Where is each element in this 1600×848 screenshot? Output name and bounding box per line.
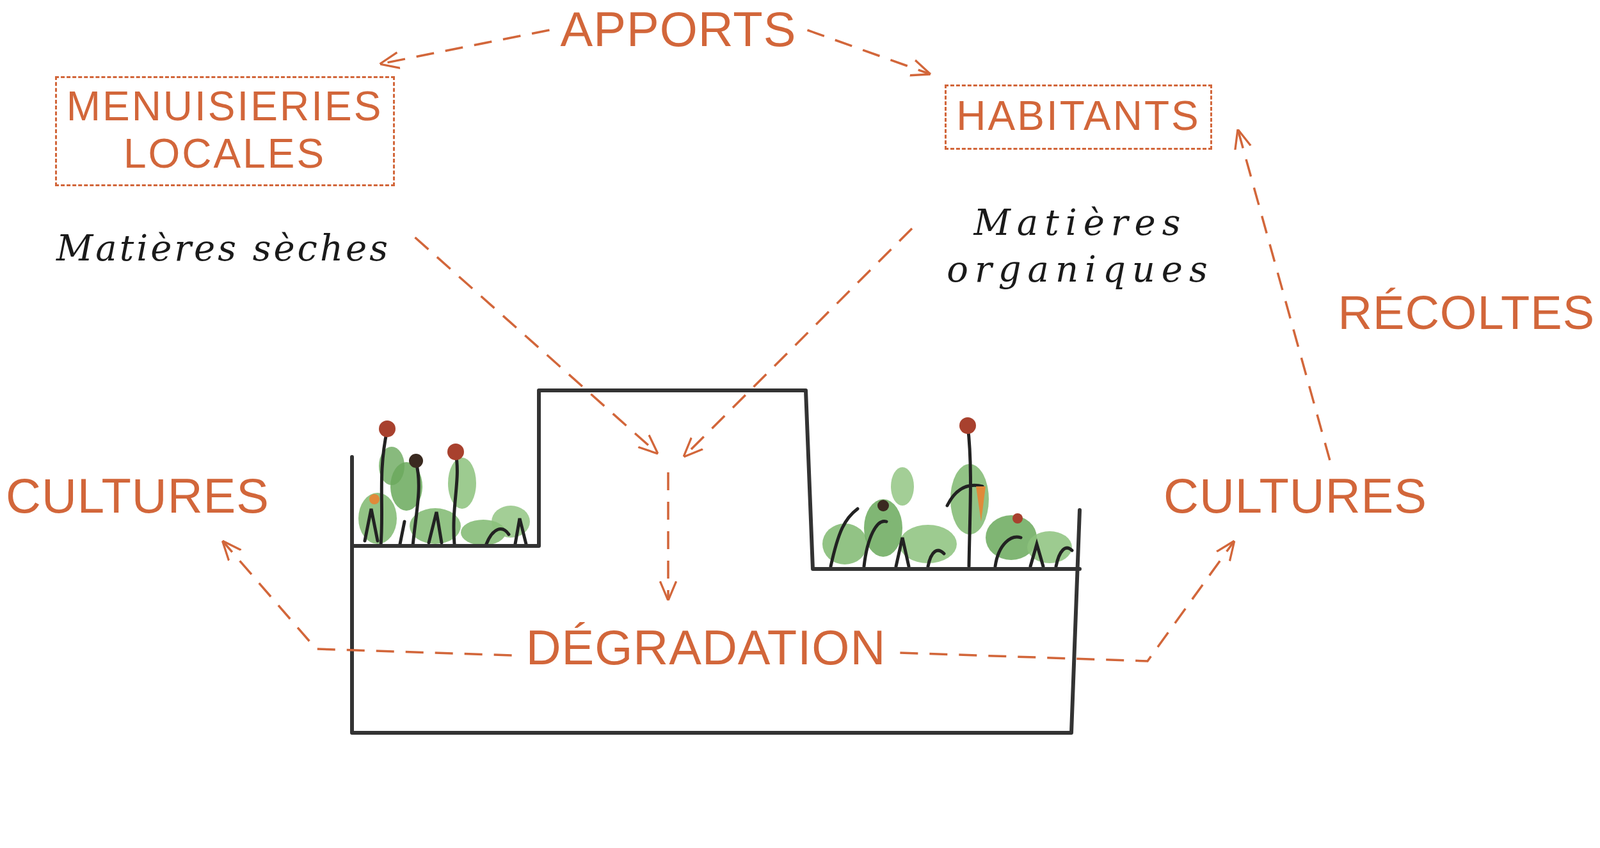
crop-node: CULTURES <box>5 467 271 526</box>
dashed-arrow <box>415 237 659 454</box>
plants-left <box>358 420 530 546</box>
node-text: HABITANTS <box>956 92 1200 141</box>
dashed-arrow <box>683 228 912 457</box>
crop-node: CULTURES <box>1162 467 1428 526</box>
note-holder: Matières sèches <box>56 225 391 272</box>
node-text: CULTURES <box>1163 467 1428 524</box>
plants-right <box>822 417 1072 567</box>
node-text: CULTURES <box>5 467 270 524</box>
handwritten-note: Matières organiques <box>939 199 1222 294</box>
dashed-arrow <box>899 540 1234 662</box>
dashed-arrow <box>1237 129 1330 461</box>
dashed-arrow <box>380 30 550 64</box>
heading-node: APPORTS <box>556 1 802 59</box>
merge-drop-line <box>666 472 670 601</box>
planter-node: DÉGRADATION <box>352 390 1080 733</box>
note-holder: Matières organiques <box>939 199 1222 294</box>
edge-label-holder: RÉCOLTES <box>1338 285 1595 340</box>
node-text: APPORTS <box>560 1 797 57</box>
dashed-arrow <box>222 540 512 656</box>
planter-illustration <box>352 390 1080 736</box>
source-box: HABITANTS <box>944 84 1213 150</box>
source-box: MENUISIERIES LOCALES <box>55 76 395 187</box>
handwritten-note: Matières sèches <box>56 225 391 272</box>
edge-label: RÉCOLTES <box>1338 285 1595 340</box>
node-text: DÉGRADATION <box>526 619 887 676</box>
node-text: MENUISIERIES LOCALES <box>66 83 384 178</box>
dashed-arrow <box>807 30 932 75</box>
planter-outline <box>352 390 1080 733</box>
